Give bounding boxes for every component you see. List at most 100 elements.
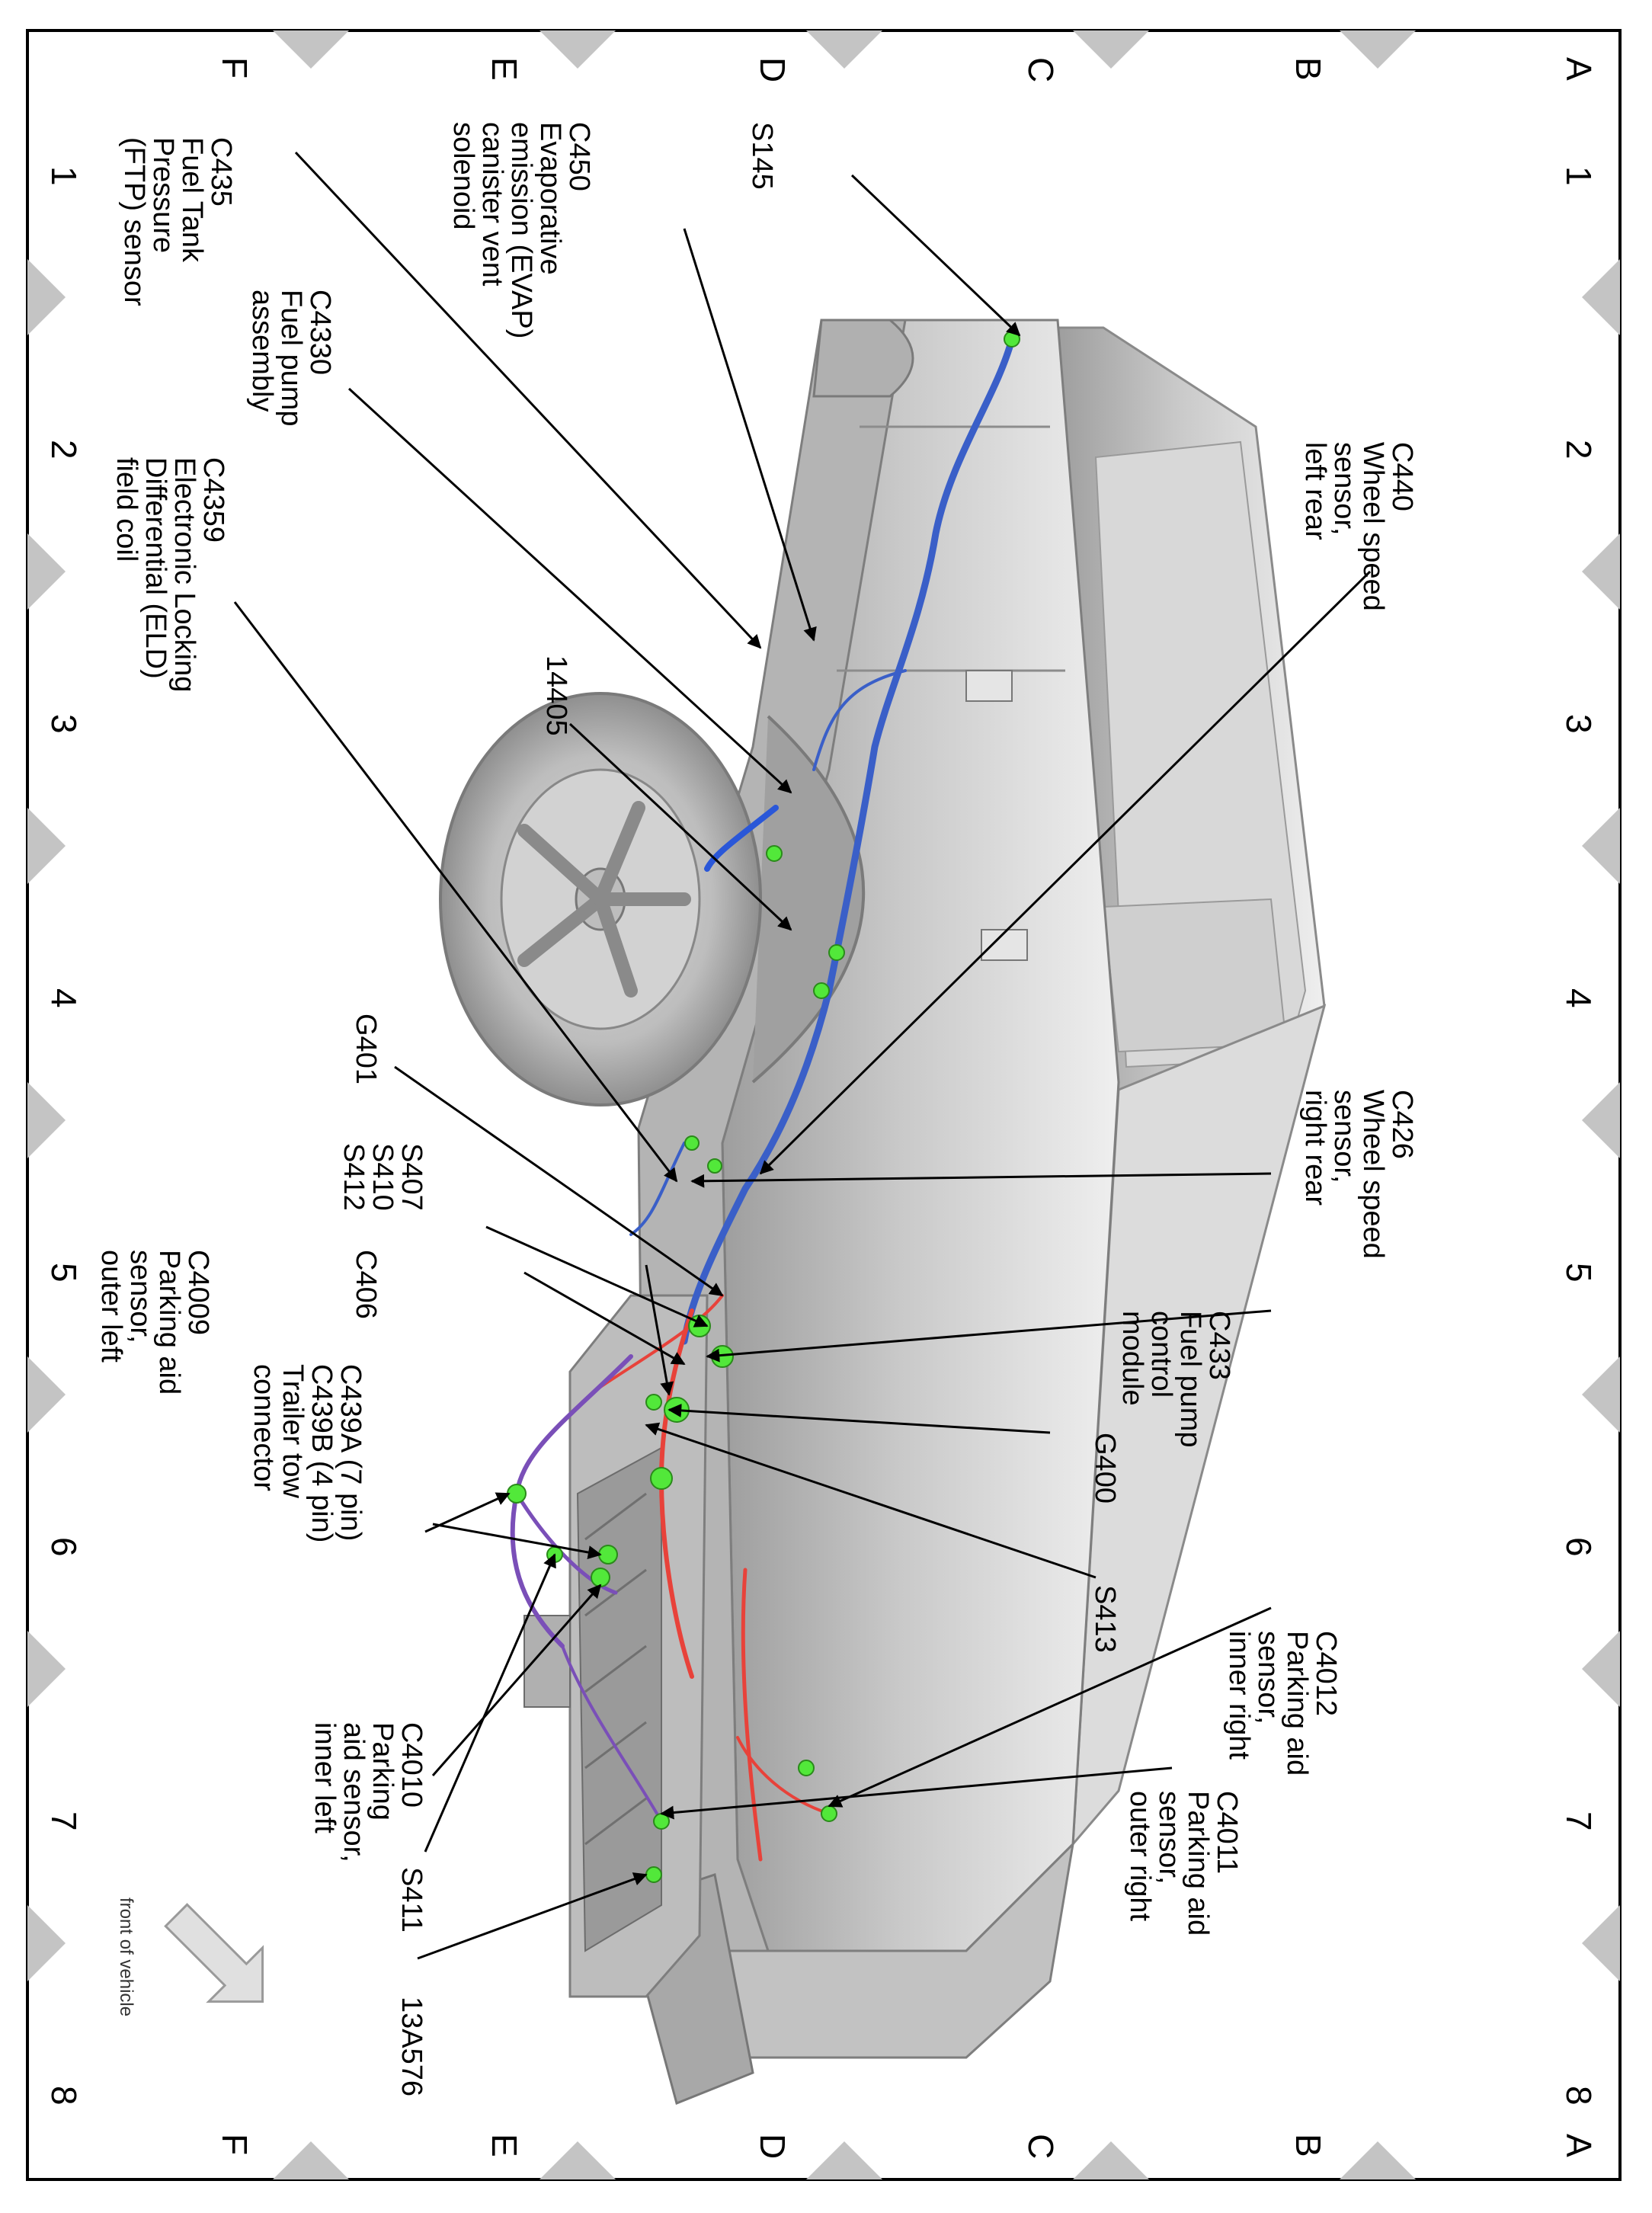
label-c4011-line: sensor,	[1153, 1791, 1185, 1885]
label-c426: C426Wheel speedsensor,right rear	[1299, 1090, 1418, 1259]
label-c406: C406	[350, 1250, 382, 1319]
grid-row-right-c: C	[1021, 2134, 1061, 2159]
grid-col-top-7: 7	[1559, 1811, 1599, 1831]
label-c439-line: connector	[248, 1364, 280, 1491]
front-of-vehicle-indicator: front of vehicle	[116, 1898, 264, 2016]
label-c4012-line: C4012	[1310, 1631, 1342, 1716]
label-c435-line: Pressure	[147, 137, 179, 253]
label-c435-line: Fuel Tank	[176, 137, 208, 263]
label-c439-line: Trailer tow	[277, 1364, 309, 1499]
label-c4330-line: Fuel pump	[275, 290, 307, 427]
label-c4359-line: C4359	[197, 457, 229, 543]
grid-col-bottom-1: 1	[44, 166, 84, 186]
label-c4359-line: Differential (ELD)	[139, 457, 171, 679]
label-c440: C440Wheel speedsensor,left rear	[1299, 442, 1418, 611]
label-c433-line: module	[1116, 1311, 1148, 1406]
label-c4330: C4330Fuel pumpassembly	[246, 290, 336, 427]
label-c433-line: Fuel pump	[1174, 1311, 1206, 1448]
grid-col-top-4: 4	[1559, 988, 1599, 1008]
label-s413: S413	[1089, 1585, 1121, 1653]
grid-col-top-1: 1	[1559, 166, 1599, 186]
label-c4359-line: field coil	[110, 457, 142, 562]
label-c435-line: C435	[205, 137, 237, 207]
label-c426-line: Wheel speed	[1357, 1090, 1389, 1259]
grid-col-bottom-4: 4	[44, 988, 84, 1008]
label-c4009-line: C4009	[182, 1250, 214, 1335]
label-g400: G400	[1089, 1433, 1121, 1504]
label-s407-s410-s412-line: S410	[367, 1143, 399, 1211]
leader-lines	[233, 151, 1372, 1960]
label-s411: S411	[395, 1867, 427, 1933]
grid-row-right-e: E	[485, 2134, 524, 2157]
grid-col-bottom-5: 5	[44, 1263, 84, 1283]
label-c4011-line: C4011	[1211, 1791, 1243, 1874]
main-harness	[680, 335, 1016, 1345]
label-c4330-line: C4330	[304, 290, 336, 375]
label-s145: S145	[746, 122, 778, 190]
label-c426-line: C426	[1386, 1090, 1418, 1159]
grid-col-top-8: 8	[1559, 2086, 1599, 2106]
grid-row-left-f: F	[215, 57, 255, 78]
grid-labels: A B C D E F A B C D E F 1 2 3 4 5 6 7 8 …	[44, 57, 1599, 2159]
label-c440-line: sensor,	[1328, 442, 1360, 536]
grid-row-right-f: F	[215, 2134, 255, 2155]
label-s407-s410-s412: S407S410S412	[338, 1143, 427, 1211]
grid-row-right-b: B	[1289, 2134, 1328, 2157]
grid-col-top-2: 2	[1559, 440, 1599, 460]
label-c450-line: C450	[563, 122, 595, 191]
label-c4011-line: outer right	[1124, 1791, 1156, 1922]
label-c440-line: C440	[1386, 442, 1418, 511]
grid-col-bottom-3: 3	[44, 714, 84, 734]
grid-markers	[27, 30, 1620, 2179]
label-c439-line: C439B (4 pin)	[306, 1364, 338, 1542]
label-c4009-line: sensor,	[124, 1250, 156, 1343]
grid-col-bottom-2: 2	[44, 440, 84, 460]
label-c4009: C4009Parking aidsensor,outer left	[95, 1250, 214, 1395]
label-c433-line: C433	[1203, 1311, 1235, 1380]
grid-col-top-3: 3	[1559, 714, 1599, 734]
label-c433-line: control	[1145, 1311, 1177, 1398]
grid-row-right-d: D	[753, 2134, 792, 2159]
grid-row-left-b: B	[1289, 57, 1328, 81]
grid-row-right-a: A	[1559, 2134, 1599, 2157]
label-c450-line: canister vent	[476, 122, 508, 287]
label-c4012-line: inner right	[1223, 1631, 1255, 1760]
vehicle-illustration	[439, 319, 1327, 2106]
label-c4011-line: Parking aid	[1182, 1791, 1214, 1936]
label-c435: C435Fuel TankPressure(FTP) sensor	[118, 137, 237, 306]
grid-col-bottom-7: 7	[44, 1811, 84, 1831]
label-c4012-line: Parking aid	[1281, 1631, 1313, 1776]
label-c4010-line: Parking	[367, 1722, 399, 1821]
label-c4010-line: inner left	[309, 1722, 341, 1833]
label-c450-line: Evaporative	[534, 122, 566, 275]
grid-row-left-a: A	[1559, 57, 1599, 81]
label-c4012-line: sensor,	[1252, 1631, 1284, 1725]
label-c450-line: solenoid	[447, 122, 479, 230]
label-c426-line: sensor,	[1328, 1090, 1360, 1183]
label-c433: C433Fuel pumpcontrolmodule	[1116, 1311, 1235, 1448]
label-c4012: C4012Parking aidsensor,inner right	[1223, 1631, 1342, 1776]
grid-col-top-5: 5	[1559, 1263, 1599, 1283]
label-s407-s410-s412-line: S412	[338, 1143, 370, 1211]
label-c440-line: left rear	[1299, 442, 1331, 540]
front-of-vehicle-label: front of vehicle	[116, 1898, 136, 2016]
arrow-icon	[164, 1903, 264, 2003]
label-c4010-line: C4010	[395, 1722, 427, 1808]
label-c450-line: emission (EVAP)	[505, 122, 537, 338]
label-c4330-line: assembly	[246, 290, 278, 412]
grid-col-bottom-6: 6	[44, 1537, 84, 1557]
label-c426-line: right rear	[1299, 1090, 1331, 1206]
label-c450: C450Evaporativeemission (EVAP)canister v…	[447, 122, 595, 338]
label-c4009-line: outer left	[95, 1250, 127, 1363]
label-g401: G401	[350, 1014, 382, 1084]
label-c4010: C4010Parkingaid sensor,inner left	[309, 1722, 427, 1862]
callout-labels: S145 C450Evaporativeemission (EVAP)canis…	[95, 122, 1418, 2096]
grid-col-top-6: 6	[1559, 1537, 1599, 1557]
grid-row-left-e: E	[485, 57, 524, 81]
grid-row-left-d: D	[753, 57, 792, 82]
label-c439: C439A (7 pin)C439B (4 pin)Trailer towcon…	[248, 1364, 367, 1542]
label-c4359: C4359Electronic LockingDifferential (ELD…	[110, 457, 229, 692]
